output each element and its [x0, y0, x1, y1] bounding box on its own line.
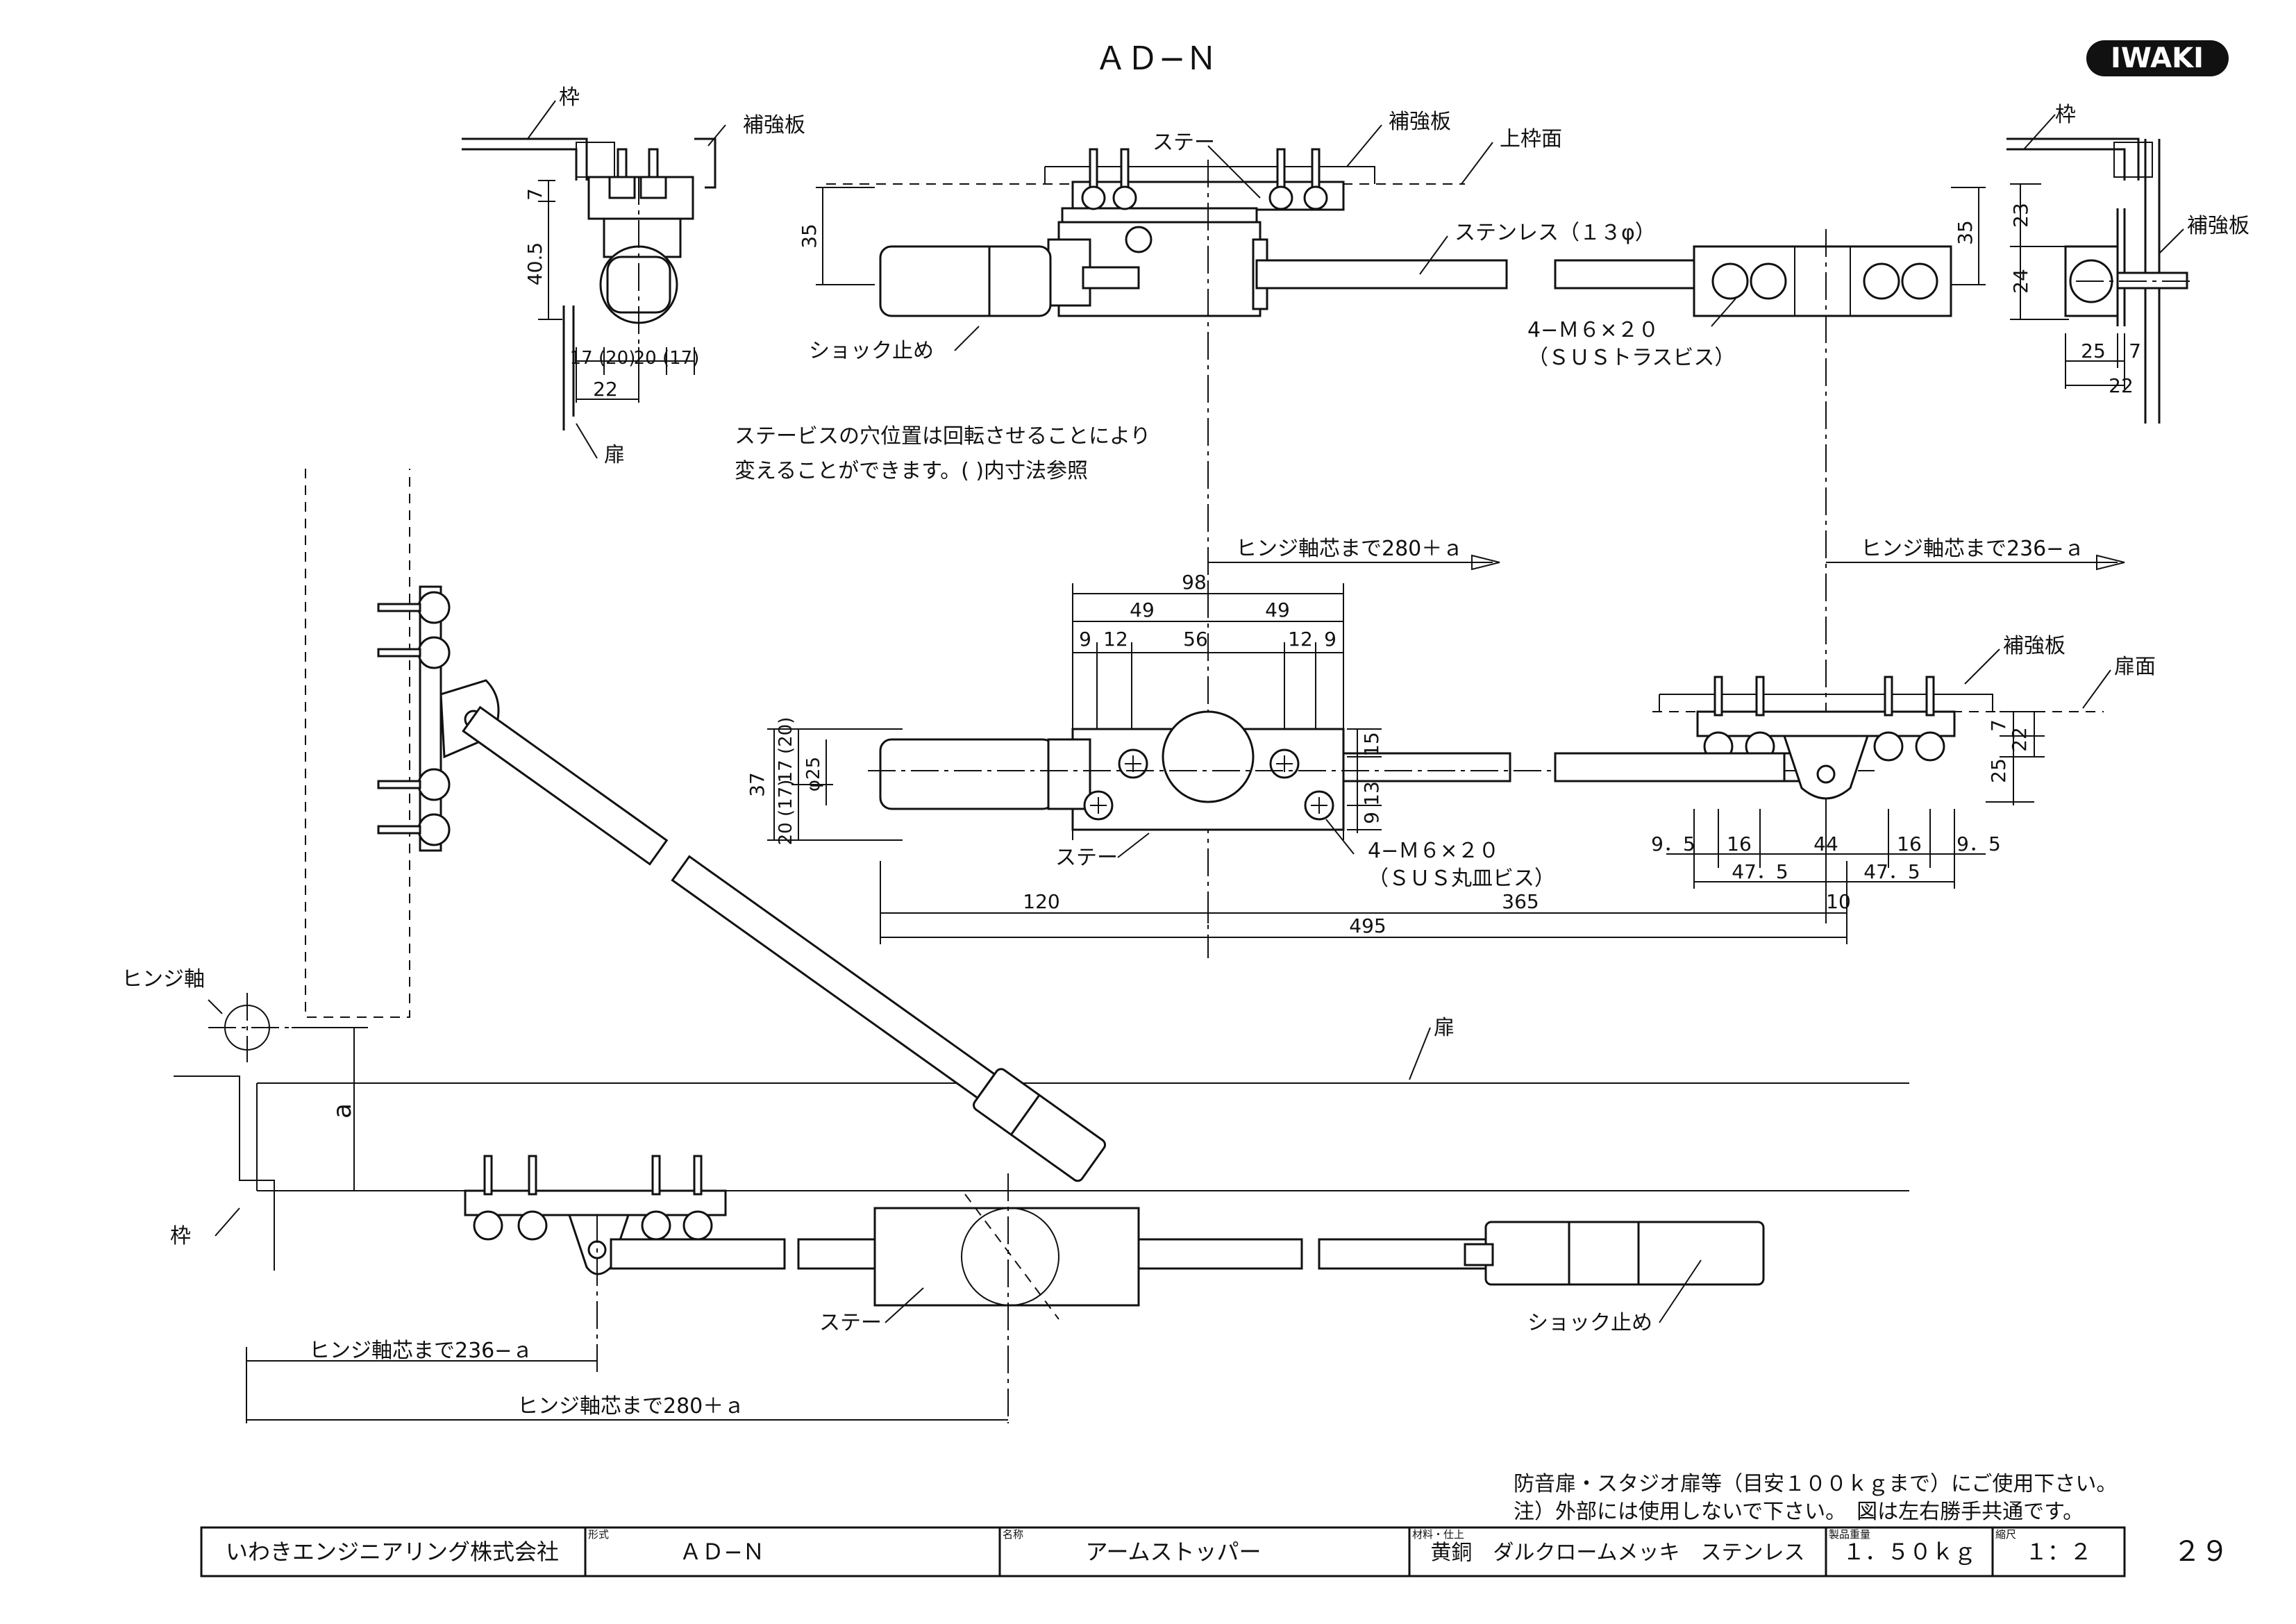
dim-label: 495	[1349, 914, 1386, 937]
dim-label: 40.5	[523, 242, 546, 285]
arrow-hinge-236: ヒンジ軸芯まで236−ａ	[1826, 537, 2125, 571]
bottom-section: ヒンジ軸 a	[121, 469, 1909, 1423]
label-stay: ステー	[1055, 846, 1118, 870]
dim-label: 12	[1103, 628, 1128, 651]
dim-label: 56	[1183, 628, 1208, 651]
dim-label: 20 (17)	[776, 780, 796, 846]
dim-label: 35	[798, 224, 821, 249]
mid-right-section: 9．5 16 44 16 9．5 47．5 47．5 7 22 25 補強板 扉…	[1554, 634, 2156, 910]
dim-label: 17 (20)	[776, 717, 796, 783]
dim-label: 24	[2009, 269, 2032, 294]
dim-label: 44	[1813, 832, 1838, 855]
dim-label: 15	[1360, 732, 1383, 757]
label-reinforcement: 補強板	[743, 113, 805, 137]
tb-name: アームストッパー	[1085, 1539, 1261, 1565]
dim-label: 7	[1987, 719, 2010, 732]
arrow-hinge-280: ヒンジ軸芯まで280＋ａ	[1208, 537, 1500, 571]
dim-label: 22	[593, 378, 618, 401]
label-door-face: 扉面	[2114, 655, 2156, 679]
label-frame: 枠	[2055, 103, 2076, 127]
label-reinforcement: 補強板	[2003, 634, 2065, 658]
label-door: 扉	[1434, 1016, 1455, 1040]
label-hinge-axis: ヒンジ軸	[121, 967, 205, 991]
tb-weight-caption: 製品重量	[1829, 1528, 1870, 1541]
dim-label: 22	[2008, 727, 2031, 752]
label-screw-spec: 4−Ｍ６×２０	[1368, 839, 1499, 863]
label-door: 扉	[604, 443, 625, 467]
tb-scale-caption: 縮尺	[1995, 1528, 2016, 1541]
dim-label: 12	[1288, 628, 1313, 651]
dim-label: 9	[1360, 812, 1383, 824]
dim-label: 13	[1360, 781, 1383, 806]
tb-material: 黄銅 ダルクロームメッキ ステンレス	[1430, 1541, 1804, 1565]
top-left-section: 7 40.5 17 (20) 20 (17) 22 枠 補強板 扉	[462, 85, 805, 467]
tb-name-caption: 名称	[1003, 1528, 1023, 1541]
dim-label: 16	[1897, 832, 1922, 855]
dim-label: 98	[1182, 571, 1207, 594]
tb-scale: １：２	[2025, 1539, 2092, 1565]
dim-label: 16	[1727, 832, 1752, 855]
label-screw-spec: 4−Ｍ６×２０	[1527, 318, 1659, 342]
arrow-label: ヒンジ軸芯まで236−ａ	[1861, 537, 2084, 561]
tb-material-caption: 材料・仕上	[1412, 1528, 1464, 1541]
dim-label: 35	[1954, 220, 1977, 245]
usage-line-1: 防音扉・スタジオ扉等（目安１００ｋｇまで）にご使用下さい。	[1514, 1472, 2117, 1496]
dim-label: 365	[1502, 890, 1539, 913]
iwaki-logo: IWAKI	[2086, 40, 2229, 76]
label-shock-stop: ショック止め	[809, 339, 934, 363]
label-upper-frame: 上枠面	[1500, 127, 1562, 151]
dim-label: 10	[1826, 890, 1851, 913]
usage-line-2: 注）外部には使用しないで下さい。 図は左右勝手共通です。	[1514, 1500, 2084, 1524]
top-right-section: 23 24 25 7 22 枠 補強板	[2006, 103, 2249, 424]
dim-label: 37	[746, 772, 769, 797]
dim-label: 20 (17)	[634, 348, 700, 369]
dim-label: 25	[2081, 340, 2106, 362]
label-frame: 枠	[559, 85, 580, 110]
label-stay: ステー	[819, 1311, 882, 1335]
dim-label: 9	[1324, 628, 1336, 651]
dim-hinge-236: ヒンジ軸芯まで236−ａ	[309, 1339, 533, 1363]
dim-label: 9．5	[1956, 832, 2001, 855]
drawing-title: ＡＤ−Ｎ	[1095, 40, 1218, 77]
tb-model-caption: 形式	[588, 1528, 609, 1541]
dim-label: 17 (20)	[570, 348, 636, 369]
label-reinforcement: 補強板	[2187, 214, 2249, 238]
label-frame: 枠	[170, 1224, 191, 1248]
label-reinforcement: 補強板	[1389, 110, 1451, 134]
dim-label: 47．5	[1732, 860, 1788, 883]
label-screw-type: （ＳＵＳ丸皿ビス）	[1368, 867, 1555, 891]
note-line-1: ステービスの穴位置は回転させることにより	[735, 424, 1150, 449]
dim-label: 23	[2009, 203, 2032, 228]
dim-label: 9．5	[1651, 832, 1695, 855]
tb-model: ＡＤ−Ｎ	[680, 1539, 765, 1565]
dim-label: 120	[1023, 890, 1059, 913]
page-number: ２９	[2173, 1536, 2229, 1568]
tb-weight: １．５０ｋｇ	[1843, 1539, 1976, 1565]
dim-label: 25	[1987, 758, 2010, 783]
dim-label: 22	[2109, 374, 2134, 397]
middle-section: 98 49 49 9 12 56 12 9 15 13 9 37 20 (17)…	[746, 571, 1875, 944]
note-line-2: 変えることができます。( )内寸法参照	[735, 459, 1088, 483]
iwaki-logo-text: IWAKI	[2111, 42, 2204, 74]
title-block: いわきエンジニアリング株式会社 形式 ＡＤ−Ｎ 名称 アームストッパー 材料・仕…	[200, 1526, 2126, 1577]
dim-label: 47．5	[1863, 860, 1920, 883]
label-a: a	[328, 1103, 357, 1119]
dim-hinge-280: ヒンジ軸芯まで280＋ａ	[517, 1394, 744, 1418]
label-screw-type: （ＳＵＳトラスビス）	[1527, 346, 1735, 370]
label-stay: ステー	[1153, 131, 1215, 155]
dim-label: 7	[523, 188, 546, 201]
dim-label: φ25	[803, 757, 824, 792]
top-center-section: 35 35 ステー 補強板 上枠面 ステンレス（１３φ） ショック止め 4−Ｍ６…	[798, 110, 1986, 958]
tb-company: いわきエンジニアリング株式会社	[226, 1539, 559, 1565]
arrow-label: ヒンジ軸芯まで280＋ａ	[1236, 537, 1463, 561]
dim-label: 49	[1130, 598, 1155, 621]
dim-label: 9	[1079, 628, 1091, 651]
dim-label: 7	[2129, 340, 2141, 362]
label-stainless: ステンレス（１３φ）	[1455, 221, 1656, 245]
label-shock-stop: ショック止め	[1527, 1311, 1652, 1335]
dim-label: 49	[1265, 598, 1290, 621]
